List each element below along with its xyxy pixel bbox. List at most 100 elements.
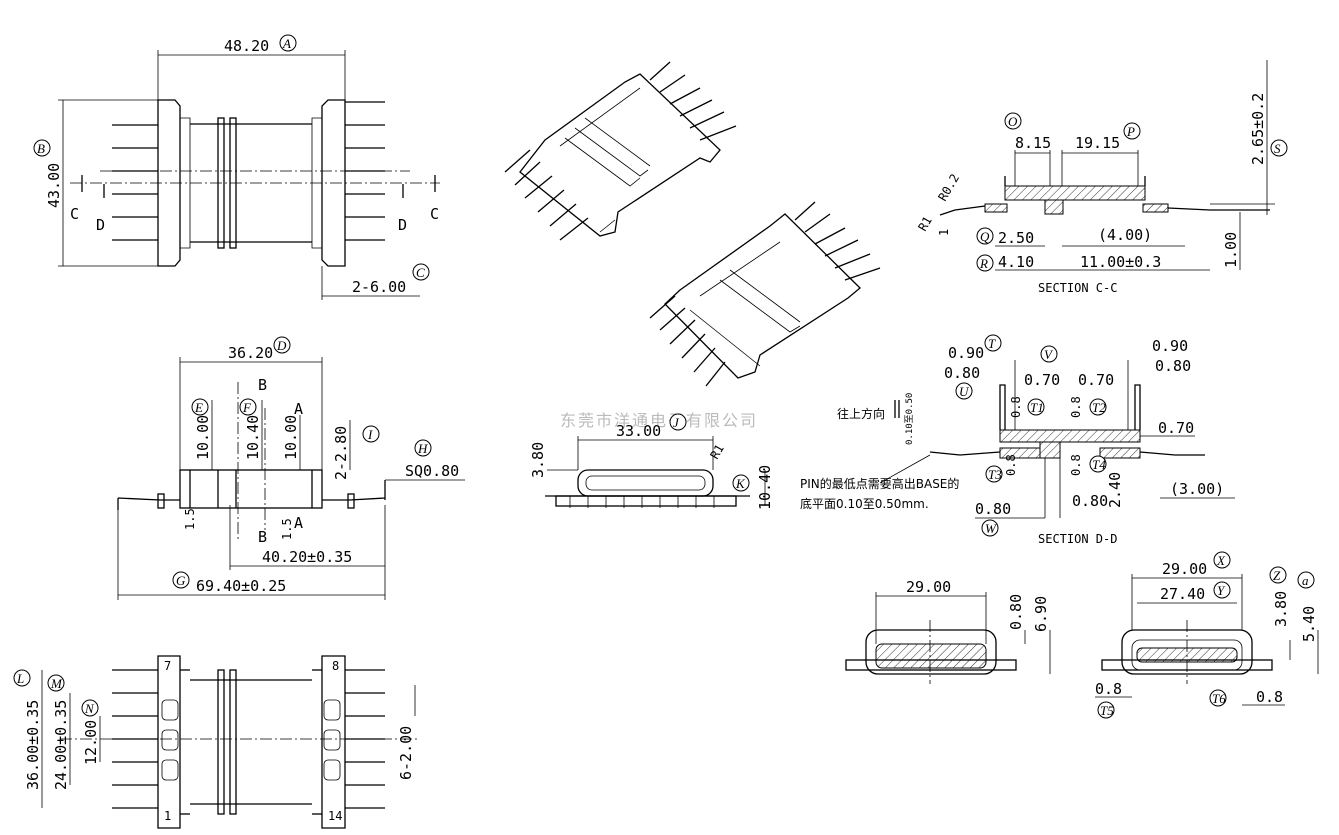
- dim-pitch-top: 2-6.00: [352, 278, 406, 296]
- sec-a-bot: A: [294, 514, 303, 532]
- dim-pitch-bottom: 6-2.00: [397, 726, 415, 780]
- section-mark-c-right: C: [430, 205, 439, 223]
- section-mark-c-left: C: [70, 205, 79, 223]
- dim-e: 10.00: [194, 415, 212, 460]
- label-t6: T6: [1212, 691, 1226, 706]
- dim-36-00: 36.00±0.35: [24, 700, 42, 790]
- label-y: Y: [1217, 583, 1226, 598]
- dim-36-20: 36.20: [228, 344, 273, 362]
- dim-27-40: 27.40: [1160, 585, 1205, 603]
- dim-19-15: 19.15: [1075, 134, 1120, 152]
- end-view-1: 29.00 0.80 6.90: [845, 578, 1051, 684]
- label-c: C: [416, 265, 425, 280]
- label-w: W: [985, 521, 997, 536]
- dim-12-00: 12.00: [82, 720, 100, 765]
- dim-0-90-right: 0.90: [1152, 337, 1188, 355]
- dim-8-15: 8.15: [1015, 134, 1051, 152]
- dim-0-70-c: 0.70: [1158, 419, 1194, 437]
- watermark-text: 东莞市洋通电子有限公司: [560, 411, 758, 430]
- dim-0-90-left: 0.90: [948, 344, 984, 362]
- dim-0-80-left: 0.80: [944, 364, 980, 382]
- dim-2-65: 2.65±0.2: [1249, 93, 1267, 165]
- dim-0-80-right: 0.80: [1155, 357, 1191, 375]
- sec-a-top: A: [294, 400, 303, 418]
- dim-11-00: 11.00±0.3: [1080, 253, 1161, 271]
- pin-1: 1: [164, 809, 171, 823]
- dim-3-00: (3.00): [1170, 480, 1224, 498]
- dim-sq: SQ0.80: [405, 462, 459, 480]
- note-line-2: 底平面0.10至0.50mm.: [800, 496, 929, 511]
- dim-f: 10.40: [244, 415, 262, 460]
- label-h: H: [417, 441, 428, 456]
- dim-t3-0-8: 0.8: [1004, 454, 1018, 476]
- dim-t1-0-8: 0.8: [1009, 396, 1023, 418]
- section-dd-title: SECTION D-D: [1038, 532, 1117, 546]
- label-m: M: [50, 676, 63, 691]
- label-j: J: [673, 415, 680, 430]
- section-mark-d-right: D: [398, 216, 407, 234]
- dim-0-80-w: 0.80: [975, 500, 1011, 518]
- dim-t5-0-8: 0.8: [1095, 680, 1122, 698]
- bottom-view: 7 8 1 14 36.00±0.35 L 24.00±0.35 M 12.00…: [13, 655, 420, 829]
- label-t3: T3: [988, 467, 1002, 482]
- section-mark-d-left: D: [96, 216, 105, 234]
- label-g: G: [176, 573, 186, 588]
- end-view-2: 29.00 X 27.40 Y 3.80 Z 5.40 a 0.8 T5 0.8…: [1095, 551, 1319, 719]
- dim-3-80-e2: 3.80: [1272, 591, 1290, 627]
- label-s: S: [1274, 141, 1281, 156]
- dim-24-00: 24.00±0.35: [52, 700, 70, 790]
- section-cc-title: SECTION C-C: [1038, 281, 1117, 295]
- dim-1-5-b: 1.5: [280, 518, 294, 540]
- note-range: 0.10至0.50: [904, 393, 915, 445]
- label-t2: T2: [1092, 400, 1106, 415]
- dim-2-40: 2.40: [1106, 472, 1124, 508]
- dim-r1: R1: [707, 442, 726, 462]
- dim-one: 1: [937, 229, 951, 236]
- top-view: C C D D 48.20 A 43.00 B 2-6.00 C: [33, 34, 440, 300]
- label-i: I: [367, 427, 373, 442]
- label-f: F: [242, 400, 252, 415]
- dim-0-70-b: 0.70: [1078, 371, 1114, 389]
- iso-view-upper: [504, 61, 737, 241]
- dim-5-40: 5.40: [1300, 606, 1318, 642]
- pin-8: 8: [332, 659, 339, 673]
- dim-40-20: 40.20±0.35: [262, 548, 352, 566]
- label-a: A: [282, 36, 291, 51]
- label-d: D: [276, 338, 287, 353]
- section-cc: 8.15 19.15 O P 2.65±0.2 S 1.00 R1 R0.2 1…: [915, 60, 1288, 295]
- dim-0-70-a: 0.70: [1024, 371, 1060, 389]
- dim-69-40: 69.40±0.25: [196, 577, 286, 595]
- dim-r1-cc: R1: [915, 214, 934, 234]
- label-n: N: [84, 701, 95, 716]
- dim-6-90: 6.90: [1032, 596, 1050, 632]
- dim-i: 2-2.80: [332, 426, 350, 480]
- dim-29-00-a: 29.00: [906, 578, 951, 596]
- label-p: P: [1126, 124, 1135, 139]
- dim-height: 43.00: [45, 163, 63, 208]
- label-l: L: [16, 671, 24, 686]
- dim-33-00: 33.00: [616, 422, 661, 440]
- label-o: O: [1008, 114, 1018, 129]
- label-u: U: [959, 384, 970, 399]
- dim-4-00: (4.00): [1098, 226, 1152, 244]
- front-view: 36.20 D 10.00 E 10.40 F 10.00 2-2.80 I B…: [117, 336, 465, 600]
- dim-1-00: 1.00: [1222, 232, 1240, 268]
- dim-r02: R0.2: [935, 171, 962, 203]
- dim-t4-0-8: 0.8: [1069, 454, 1083, 476]
- iso-view-lower: [649, 201, 881, 387]
- dim-3-80: 3.80: [529, 442, 547, 478]
- label-r: R: [979, 256, 988, 271]
- dim-10-40: 10.40: [756, 465, 774, 510]
- label-t: T: [988, 336, 996, 351]
- label-k: K: [735, 476, 746, 491]
- pin-14: 14: [328, 809, 342, 823]
- label-e: E: [194, 400, 203, 415]
- dim-2-50: 2.50: [998, 229, 1034, 247]
- label-t1: T1: [1030, 400, 1044, 415]
- note-line-1: PIN的最低点需要高出BASE的: [800, 476, 959, 491]
- pin-7: 7: [164, 659, 171, 673]
- dim-f2: 10.00: [282, 415, 300, 460]
- dim-4-10: 4.10: [998, 253, 1034, 271]
- label-z: Z: [1273, 568, 1281, 583]
